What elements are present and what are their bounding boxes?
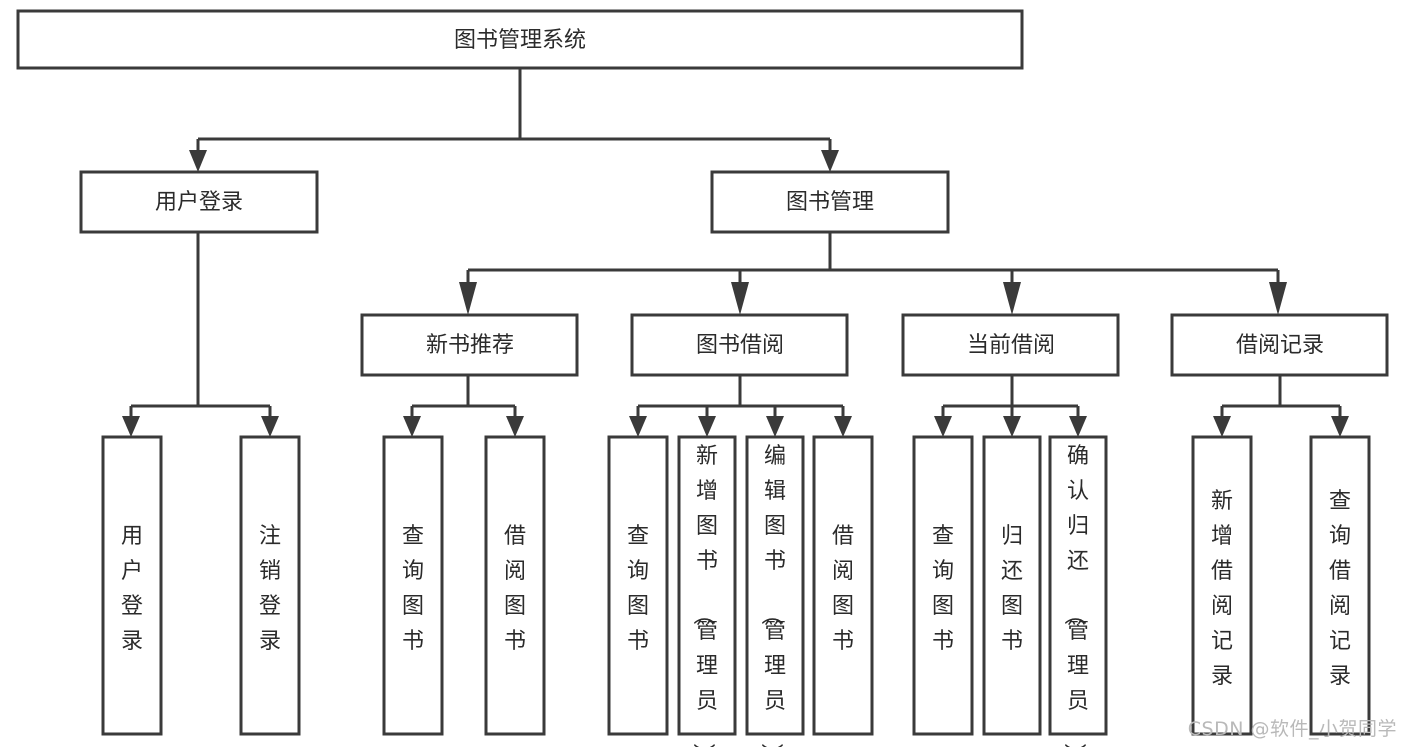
node-new-book-recommend-box[interactable] bbox=[360, 313, 579, 377]
node-borrow-record[interactable]: 借阅记录 bbox=[1170, 313, 1389, 377]
node-leaf-borrow-book-1[interactable]: 借阅图书 bbox=[484, 435, 546, 736]
node-user-login-box[interactable] bbox=[79, 170, 319, 234]
arrowhead-book-manage bbox=[821, 150, 839, 172]
node-root-label: 图书管理系统 bbox=[454, 28, 586, 53]
node-book-borrow[interactable]: 图书借阅 bbox=[630, 313, 849, 377]
node-leaf-user-logout-label: 注销登录 bbox=[259, 524, 281, 654]
arrowhead-leaf-edit-book bbox=[766, 416, 784, 437]
node-leaf-edit-book[interactable]: 编辑图书（管理员） bbox=[745, 435, 805, 747]
node-leaf-borrow-book-2[interactable]: 借阅图书 bbox=[812, 435, 874, 736]
node-leaf-return-book-box[interactable] bbox=[982, 435, 1042, 736]
node-leaf-user-login-box[interactable] bbox=[101, 435, 163, 736]
node-leaf-query-book-3[interactable]: 查询图书 bbox=[912, 435, 974, 736]
node-leaf-query-book-1-label: 查询图书 bbox=[402, 524, 424, 654]
node-root[interactable]: 图书管理系统 bbox=[16, 9, 1024, 70]
node-book-manage[interactable]: 图书管理 bbox=[710, 170, 950, 234]
node-current-borrow-box[interactable] bbox=[901, 313, 1120, 377]
node-leaf-user-logout-box[interactable] bbox=[239, 435, 301, 736]
node-leaf-borrow-book-2-label: 借阅图书 bbox=[832, 524, 854, 654]
arrowhead-book-borrow bbox=[731, 282, 749, 315]
arrowhead-leaf-borrow-book-2 bbox=[834, 416, 852, 437]
node-borrow-record-label: 借阅记录 bbox=[1236, 333, 1324, 358]
node-leaf-query-book-2-box[interactable] bbox=[607, 435, 669, 736]
arrowhead-leaf-return-book bbox=[1003, 416, 1021, 437]
node-new-book-recommend-label: 新书推荐 bbox=[426, 333, 514, 358]
node-book-manage-box[interactable] bbox=[710, 170, 950, 234]
arrowhead-leaf-user-logout bbox=[261, 416, 279, 437]
node-leaf-query-book-3-box[interactable] bbox=[912, 435, 974, 736]
node-borrow-record-box[interactable] bbox=[1170, 313, 1389, 377]
node-leaf-add-book-label: 新增图书（管理员） bbox=[690, 444, 718, 747]
node-leaf-return-book[interactable]: 归还图书 bbox=[982, 435, 1042, 736]
node-leaf-edit-book-label: 编辑图书（管理员） bbox=[758, 444, 786, 747]
node-leaf-confirm-return-label: 确认归还（管理员） bbox=[1061, 444, 1089, 747]
node-leaf-query-record-label: 查询借阅记录 bbox=[1329, 489, 1351, 689]
node-leaf-query-book-1-box[interactable] bbox=[382, 435, 444, 736]
node-leaf-add-record-box[interactable] bbox=[1191, 435, 1253, 736]
node-leaf-user-login[interactable]: 用户登录 bbox=[101, 435, 163, 736]
node-leaf-query-book-2[interactable]: 查询图书 bbox=[607, 435, 669, 736]
arrowhead-leaf-query-record bbox=[1331, 416, 1349, 437]
node-leaf-borrow-book-2-box[interactable] bbox=[812, 435, 874, 736]
arrowhead-leaf-query-book-3 bbox=[934, 416, 952, 437]
arrowhead-user-login bbox=[189, 150, 207, 172]
node-leaf-add-book[interactable]: 新增图书（管理员） bbox=[677, 435, 737, 747]
arrowhead-leaf-borrow-book-1 bbox=[506, 416, 524, 437]
node-leaf-query-book-2-label: 查询图书 bbox=[627, 524, 649, 654]
node-leaf-return-book-label: 归还图书 bbox=[1001, 524, 1023, 654]
node-book-borrow-label: 图书借阅 bbox=[696, 333, 784, 358]
node-leaf-borrow-book-1-box[interactable] bbox=[484, 435, 546, 736]
node-book-manage-label: 图书管理 bbox=[786, 190, 874, 215]
node-book-borrow-box[interactable] bbox=[630, 313, 849, 377]
arrowhead-leaf-add-record bbox=[1213, 416, 1231, 437]
arrowhead-leaf-user-login bbox=[122, 416, 140, 437]
arrowhead-leaf-query-book-1 bbox=[403, 416, 421, 437]
node-current-borrow-label: 当前借阅 bbox=[967, 333, 1055, 358]
arrowhead-new-book-recommend bbox=[459, 282, 477, 315]
arrowhead-current-borrow bbox=[1003, 282, 1021, 315]
connector-layer bbox=[122, 68, 1349, 437]
node-leaf-user-logout[interactable]: 注销登录 bbox=[239, 435, 301, 736]
csdn-watermark: CSDN @软件_小贺同学 bbox=[1187, 718, 1397, 740]
arrowhead-borrow-record bbox=[1269, 282, 1287, 315]
node-leaf-query-book-1[interactable]: 查询图书 bbox=[382, 435, 444, 736]
node-leaf-user-login-label: 用户登录 bbox=[121, 524, 143, 654]
node-leaf-edit-book-box[interactable] bbox=[745, 435, 805, 736]
arrowhead-leaf-add-book bbox=[698, 416, 716, 437]
node-leaf-add-record-label: 新增借阅记录 bbox=[1211, 489, 1233, 689]
node-user-login-label: 用户登录 bbox=[155, 190, 243, 215]
arrowhead-leaf-confirm-return bbox=[1069, 416, 1087, 437]
node-new-book-recommend[interactable]: 新书推荐 bbox=[360, 313, 579, 377]
node-leaf-confirm-return[interactable]: 确认归还（管理员） bbox=[1048, 435, 1108, 747]
node-leaf-add-record[interactable]: 新增借阅记录 bbox=[1191, 435, 1253, 736]
node-leaf-query-record[interactable]: 查询借阅记录 bbox=[1309, 435, 1371, 736]
node-leaf-add-book-box[interactable] bbox=[677, 435, 737, 736]
node-leaf-borrow-book-1-label: 借阅图书 bbox=[504, 524, 526, 654]
node-user-login[interactable]: 用户登录 bbox=[79, 170, 319, 234]
node-leaf-confirm-return-box[interactable] bbox=[1048, 435, 1108, 736]
node-current-borrow[interactable]: 当前借阅 bbox=[901, 313, 1120, 377]
node-leaf-query-book-3-label: 查询图书 bbox=[932, 524, 954, 654]
node-root-box[interactable] bbox=[16, 9, 1024, 70]
node-leaf-query-record-box[interactable] bbox=[1309, 435, 1371, 736]
arrowhead-leaf-query-book-2 bbox=[629, 416, 647, 437]
